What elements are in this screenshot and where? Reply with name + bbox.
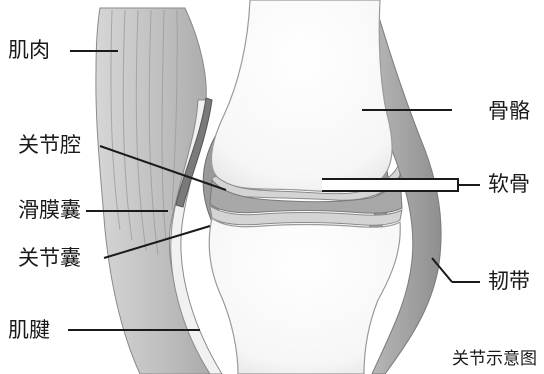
label-tendon: 肌腱 [8,320,50,341]
label-ligament: 韧带 [488,271,530,292]
label-synovial-membrane: 滑膜囊 [18,200,81,221]
label-joint-cavity: 关节腔 [18,135,81,156]
muscle-shape [96,8,215,374]
lower-bone [209,218,400,374]
upper-bone [211,0,392,192]
label-joint-capsule: 关节囊 [18,248,81,269]
leader-cartilage [322,179,480,191]
label-cartilage: 软骨 [488,174,530,195]
label-bone: 骨骼 [488,101,530,122]
label-muscle: 肌肉 [8,40,50,61]
diagram-caption: 关节示意图 [452,351,537,368]
